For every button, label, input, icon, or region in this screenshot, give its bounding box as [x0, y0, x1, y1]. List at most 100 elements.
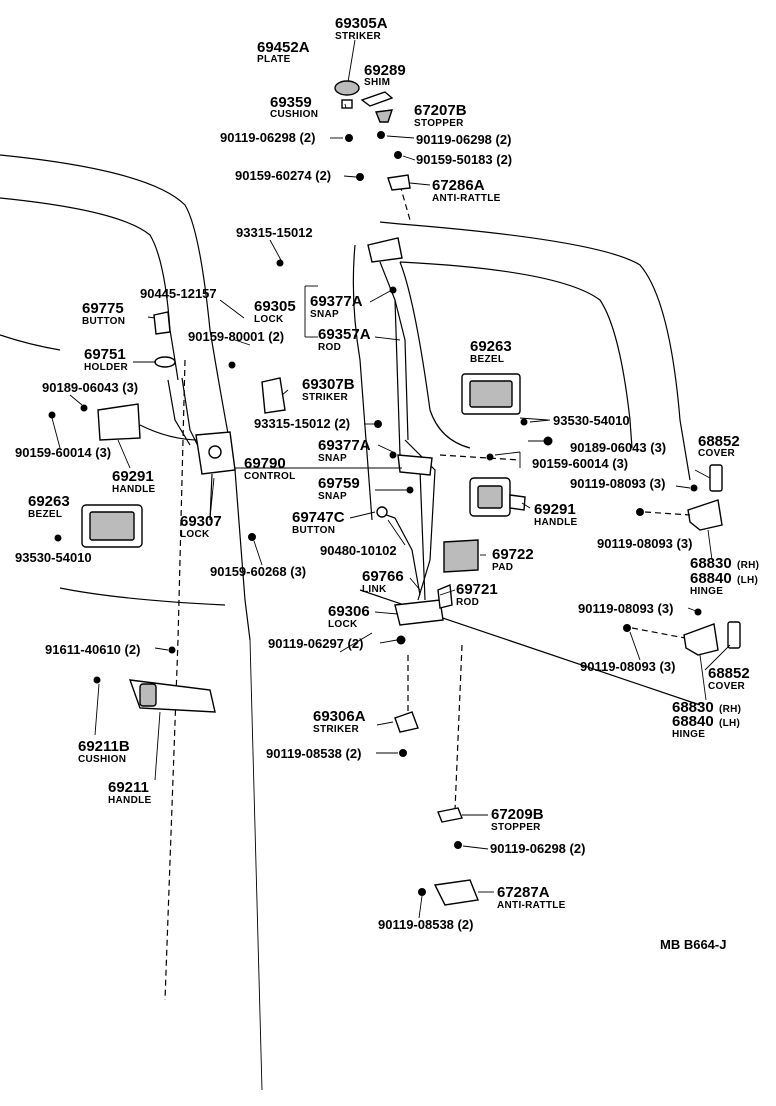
hinge-upper-graphic	[636, 464, 723, 561]
part-number: 69790	[244, 455, 286, 472]
part-number: 69307	[180, 513, 222, 530]
part-name: STRIKER	[335, 31, 381, 42]
label-69751: 69751 HOLDER	[84, 346, 128, 373]
label-69790: 69790 CONTROL	[244, 455, 296, 482]
lock-rod-mechanism	[352, 237, 453, 645]
part-number: 69306A	[313, 708, 366, 725]
part-suffix: (LH)	[737, 575, 758, 586]
part-number: 69452A	[257, 39, 310, 56]
label-69291-left: 69291 HANDLE	[112, 468, 155, 495]
part-number: 68830	[690, 555, 732, 572]
hinge-lower-graphic	[623, 608, 741, 701]
part-number: 68852	[708, 665, 750, 682]
part-name: SNAP	[310, 309, 339, 320]
part-number: 69305A	[335, 15, 388, 32]
part-name: ANTI-RATTLE	[497, 900, 566, 911]
bolt-90119-06298-b: 90119-06298 (2)	[490, 841, 585, 856]
label-69305A: 69305A STRIKER	[335, 15, 388, 42]
bolt-90119-08093-c: 90119-08093 (3)	[578, 601, 673, 616]
label-67286A: 67286A ANTI-RATTLE	[432, 177, 501, 204]
label-69306: 69306 LOCK	[328, 603, 370, 630]
part-name: ANTI-RATTLE	[432, 193, 501, 204]
label-68852-a: 68852 COVER	[698, 433, 740, 459]
bolt-90119-08093-d: 90119-08093 (3)	[580, 659, 675, 674]
part-number: 69307B	[302, 376, 355, 393]
part-number: 67287A	[497, 884, 550, 901]
bolt-90189-06043-left: 90189-06043 (3)	[42, 380, 138, 395]
bolt-93315-15012-a: 93315-15012	[236, 225, 313, 240]
bolt-90159-60268: 90159-60268 (3)	[210, 564, 306, 579]
part-number: 69377A	[318, 437, 371, 454]
label-67287A: 67287A ANTI-RATTLE	[497, 884, 566, 911]
part-name: BUTTON	[292, 525, 335, 536]
part-name: LOCK	[180, 529, 210, 540]
label-69211B: 69211B CUSHION	[78, 738, 130, 765]
part-name: BEZEL	[28, 509, 62, 520]
part-number: 69722	[492, 546, 534, 563]
bolt-90119-08093-a: 90119-08093 (3)	[570, 476, 665, 491]
lower-striker-chain-graphic	[394, 644, 479, 906]
label-67209B: 67209B STOPPER	[491, 806, 544, 833]
bolt-90119-08093-b: 90119-08093 (3)	[597, 536, 692, 551]
part-name: STOPPER	[491, 822, 541, 833]
part-suffix: (RH)	[719, 704, 741, 715]
part-name: CONTROL	[244, 471, 296, 482]
part-number: 68840	[690, 570, 732, 587]
part-number: 69359	[270, 94, 312, 111]
bolt-90119-08538-b: 90119-08538 (2)	[378, 917, 473, 932]
label-69291-right: 69291 HANDLE	[534, 501, 577, 528]
part-name: COVER	[698, 448, 736, 459]
part-number: 69775	[82, 300, 124, 317]
part-name: HOLDER	[84, 362, 128, 373]
part-number: 67286A	[432, 177, 485, 194]
label-68830-68840-a: 68830 (RH) 68840 (LH) HINGE	[690, 555, 759, 597]
label-69263-right: 69263 BEZEL	[470, 338, 512, 365]
label-69357A: 69357A ROD	[318, 326, 371, 353]
pad-69722-graphic	[443, 539, 479, 573]
part-number: 69291	[534, 501, 576, 518]
part-number: 69751	[84, 346, 126, 363]
part-name: BEZEL	[470, 354, 504, 365]
part-name: STRIKER	[313, 724, 359, 735]
part-name: LOCK	[254, 314, 284, 325]
bolt-93530-54010-right: 93530-54010	[553, 413, 630, 428]
bolt-90480-10102: 90480-10102	[320, 543, 397, 558]
handle-69291-right-graphic	[439, 436, 553, 517]
part-number: 69721	[456, 581, 498, 598]
bezel-69263-right-graphic	[461, 373, 549, 426]
bolt-90445-12157: 90445-12157	[140, 286, 217, 301]
label-69263-left: 69263 BEZEL	[28, 493, 70, 520]
part-number: 68830	[672, 699, 714, 716]
part-name: BUTTON	[82, 316, 125, 327]
label-69747C: 69747C BUTTON	[292, 509, 345, 536]
part-number: 69306	[328, 603, 370, 620]
label-69307: 69307 LOCK	[180, 513, 222, 540]
bolt-90119-06297: 90119-06297 (2)	[268, 636, 363, 651]
bolt-91611-40610: 91611-40610 (2)	[45, 642, 140, 657]
label-69722: 69722 PAD	[492, 546, 534, 573]
part-name: PAD	[492, 562, 513, 573]
bolt-93315-15012-b: 93315-15012 (2)	[254, 416, 350, 431]
bolt-90159-60014-right: 90159-60014 (3)	[532, 456, 628, 471]
part-name: HINGE	[672, 729, 705, 740]
label-69359: 69359 CUSHION	[270, 94, 318, 120]
part-name: HANDLE	[534, 517, 577, 528]
label-69289: 69289 SHIM	[364, 62, 406, 88]
part-number: 68840	[672, 713, 714, 730]
part-name: SNAP	[318, 491, 347, 502]
part-number: 67209B	[491, 806, 544, 823]
bolt-90119-06298-left: 90119-06298 (2)	[220, 130, 315, 145]
leader-lines	[51, 103, 731, 919]
part-number: 69747C	[292, 509, 345, 526]
label-69775: 69775 BUTTON	[82, 300, 125, 327]
part-name: LOCK	[328, 619, 358, 630]
label-69766: 69766 LINK	[362, 568, 404, 595]
part-number: 69263	[28, 493, 70, 510]
part-number: 69357A	[318, 326, 371, 343]
part-name: HANDLE	[112, 484, 155, 495]
part-number: 69377A	[310, 293, 363, 310]
part-number: 67207B	[414, 102, 467, 119]
bolt-90119-06298-right: 90119-06298 (2)	[416, 132, 511, 147]
part-name: CUSHION	[78, 754, 126, 765]
part-name: STOPPER	[414, 118, 464, 129]
